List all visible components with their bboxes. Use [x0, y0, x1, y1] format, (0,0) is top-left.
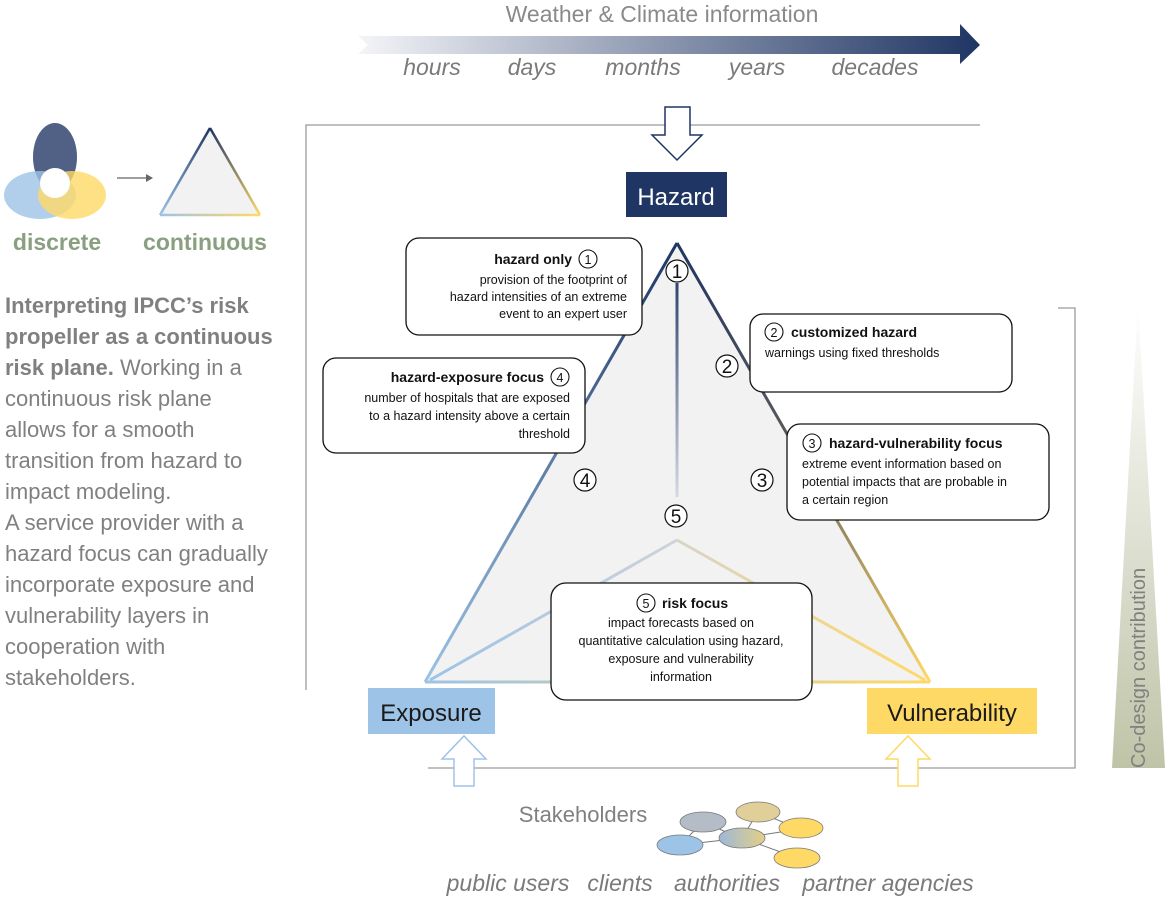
vulnerability-input-arrow: [884, 734, 932, 787]
hazard-input-arrow: [650, 106, 704, 162]
description-line: continuous risk plane: [5, 386, 212, 411]
continuous-triangle-icon: [158, 127, 262, 217]
callout-hazard-exposure: hazard-exposure focus 4 number of hospit…: [322, 357, 586, 454]
callout-hazard-exposure-title: hazard-exposure focus: [391, 369, 544, 385]
callout-risk-focus-line: information: [650, 670, 712, 684]
description-line: allows for a smooth: [5, 417, 195, 442]
callout-customized-hazard: 2 customized hazard warnings using fixed…: [749, 313, 1013, 393]
timescale-years: years: [727, 54, 786, 80]
callout-hazard-only: hazard only 1 provision of the footprint…: [405, 237, 643, 336]
description-line: transition from hazard to: [5, 448, 242, 473]
callout-hazard-exposure-line: to a hazard intensity above a certain: [369, 409, 570, 423]
codesign-wedge: [1112, 302, 1165, 768]
frame-lines: [305, 124, 1076, 769]
marker-1-number: 1: [672, 262, 683, 283]
timescale-months: months: [605, 54, 681, 80]
callout-risk-focus-line: quantitative calculation using hazard,: [579, 634, 784, 648]
callout-risk-focus-title: risk focus: [662, 595, 728, 611]
hazard-label: Hazard: [637, 184, 714, 211]
callout-hazard-only-number: 1: [585, 253, 592, 267]
marker-5: 5: [664, 504, 688, 528]
marker-2: 2: [715, 354, 739, 378]
callout-hazard-only-line: provision of the footprint of: [480, 273, 628, 287]
callout-risk-focus-number: 5: [643, 597, 650, 611]
description-line: A service provider with a: [5, 510, 244, 535]
description-line: impact modeling.: [5, 479, 171, 504]
callout-risk-focus-line: impact forecasts based on: [608, 616, 754, 630]
callout-hazard-only-line: hazard intensities of an extreme: [450, 290, 627, 304]
callout-hazard-only-line: event to an expert user: [499, 307, 627, 321]
callout-risk-focus: 5 risk focus impact forecasts based on q…: [550, 582, 813, 701]
description-bold-line: propeller as a continuous: [5, 324, 273, 349]
stakeholder-clients: clients: [587, 870, 653, 896]
description-line: stakeholders.: [5, 665, 136, 690]
callout-hazard-exposure-number: 4: [557, 371, 564, 385]
marker-3: 3: [750, 468, 774, 492]
vulnerability-label: Vulnerability: [887, 700, 1017, 727]
callout-customized-hazard-title: customized hazard: [791, 324, 917, 340]
marker-5-number: 5: [671, 507, 682, 528]
description-text: Interpreting IPCC’s risk propeller as a …: [5, 293, 273, 690]
description-line: hazard focus can gradually: [5, 541, 268, 566]
callout-hazard-vulnerability: 3 hazard-vulnerability focus extreme eve…: [786, 423, 1050, 521]
vulnerability-box: [867, 688, 1037, 734]
codesign-label: Co-design contribution: [1128, 568, 1150, 768]
stakeholders-title: Stakeholders: [519, 802, 647, 827]
description-line: Working in a: [114, 355, 243, 380]
stakeholder-authorities: authorities: [674, 870, 781, 896]
description-line: cooperation with: [5, 634, 165, 659]
description-line: risk plane. Working in a: [5, 355, 243, 380]
description-line: vulnerability layers in: [5, 603, 209, 628]
marker-2-number: 2: [722, 357, 733, 378]
callout-hazard-vulnerability-number: 3: [809, 437, 816, 451]
timescale-days: days: [508, 54, 557, 80]
continuous-label: continuous: [143, 229, 267, 255]
stakeholder-partner-agencies: partner agencies: [801, 870, 974, 896]
discrete-label: discrete: [13, 229, 101, 255]
marker-3-number: 3: [757, 471, 768, 492]
marker-4: 4: [573, 468, 597, 492]
callout-hazard-exposure-line: threshold: [519, 427, 570, 441]
marker-4-number: 4: [580, 471, 591, 492]
exposure-input-arrow: [440, 734, 488, 787]
description-line: incorporate exposure and: [5, 572, 255, 597]
arrow-icon: [117, 174, 153, 182]
callout-hazard-vulnerability-line: potential impacts that are probable in: [802, 475, 1007, 489]
hazard-box: [626, 172, 727, 217]
timescale-hours: hours: [403, 54, 461, 80]
stakeholder-public-users: public users: [446, 870, 570, 896]
weather-climate-title: Weather & Climate information: [506, 1, 819, 27]
callout-customized-hazard-number: 2: [771, 326, 778, 340]
callout-risk-focus-line: exposure and vulnerability: [608, 652, 754, 666]
callout-hazard-only-title: hazard only: [494, 251, 572, 267]
callout-hazard-exposure-line: number of hospitals that are exposed: [364, 391, 570, 405]
callout-hazard-vulnerability-line: a certain region: [802, 493, 888, 507]
exposure-box: [368, 688, 495, 734]
callout-customized-hazard-line: warnings using fixed thresholds: [764, 346, 939, 360]
marker-1: 1: [665, 259, 689, 283]
exposure-label: Exposure: [380, 700, 481, 727]
callout-hazard-vulnerability-line: extreme event information based on: [802, 457, 1001, 471]
discrete-propeller-icon: [4, 123, 106, 219]
timescale-arrow: [358, 24, 980, 64]
description-bold-line: risk plane.: [5, 355, 114, 380]
stakeholder-network-icon: [656, 801, 824, 869]
description-bold-line: Interpreting IPCC’s risk: [5, 293, 249, 318]
timescale-decades: decades: [832, 54, 919, 80]
callout-hazard-vulnerability-title: hazard-vulnerability focus: [829, 435, 1003, 451]
